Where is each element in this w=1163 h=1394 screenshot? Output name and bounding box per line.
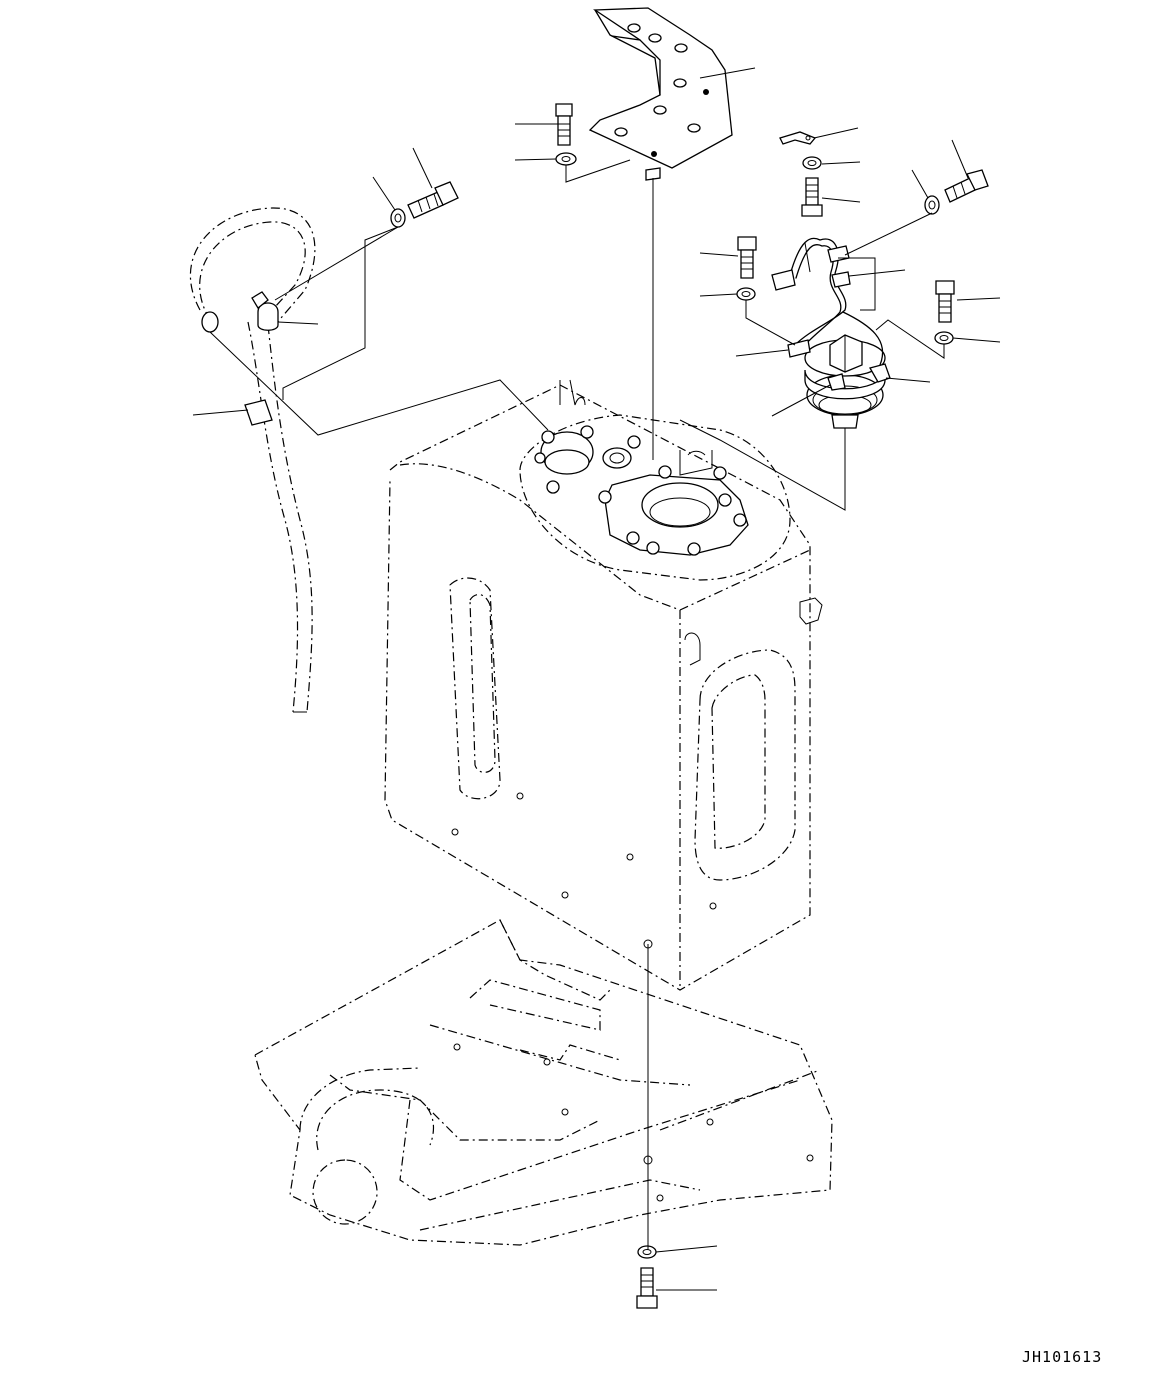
bolt-sensor-upper: [801, 177, 823, 217]
washer-sensor-mid: [736, 287, 756, 301]
bolt-far-right: [944, 169, 989, 203]
bolt-sensor-mid: [737, 236, 757, 279]
sensor-wire-harness: [771, 237, 884, 366]
clip-sensor-upper: [779, 131, 817, 145]
washer-bottom: [637, 1245, 657, 1259]
tank-top-fittings: [534, 425, 749, 556]
revolving-frame: [254, 919, 833, 1246]
breather-hose: [189, 207, 316, 713]
fuel-tank: [384, 379, 823, 991]
washer-sensor-upper: [802, 156, 822, 170]
washer-far-right: [924, 195, 940, 215]
bolt-sensor-right: [935, 280, 955, 323]
bolt-bracket-left: [555, 103, 573, 146]
bolt-hose-clamp: [407, 181, 459, 219]
washer-hose-clamp: [390, 208, 406, 228]
callout-leaders: [192, 67, 1001, 1291]
assembly-centerlines: [209, 159, 945, 1250]
bolt-bottom: [636, 1267, 658, 1309]
washer-bracket-left: [555, 152, 577, 166]
drawing-code-label: JH101613: [1022, 1348, 1103, 1366]
washer-sensor-right: [934, 331, 954, 345]
fuel-level-sensor: [804, 334, 891, 429]
mounting-bracket: [588, 7, 733, 181]
